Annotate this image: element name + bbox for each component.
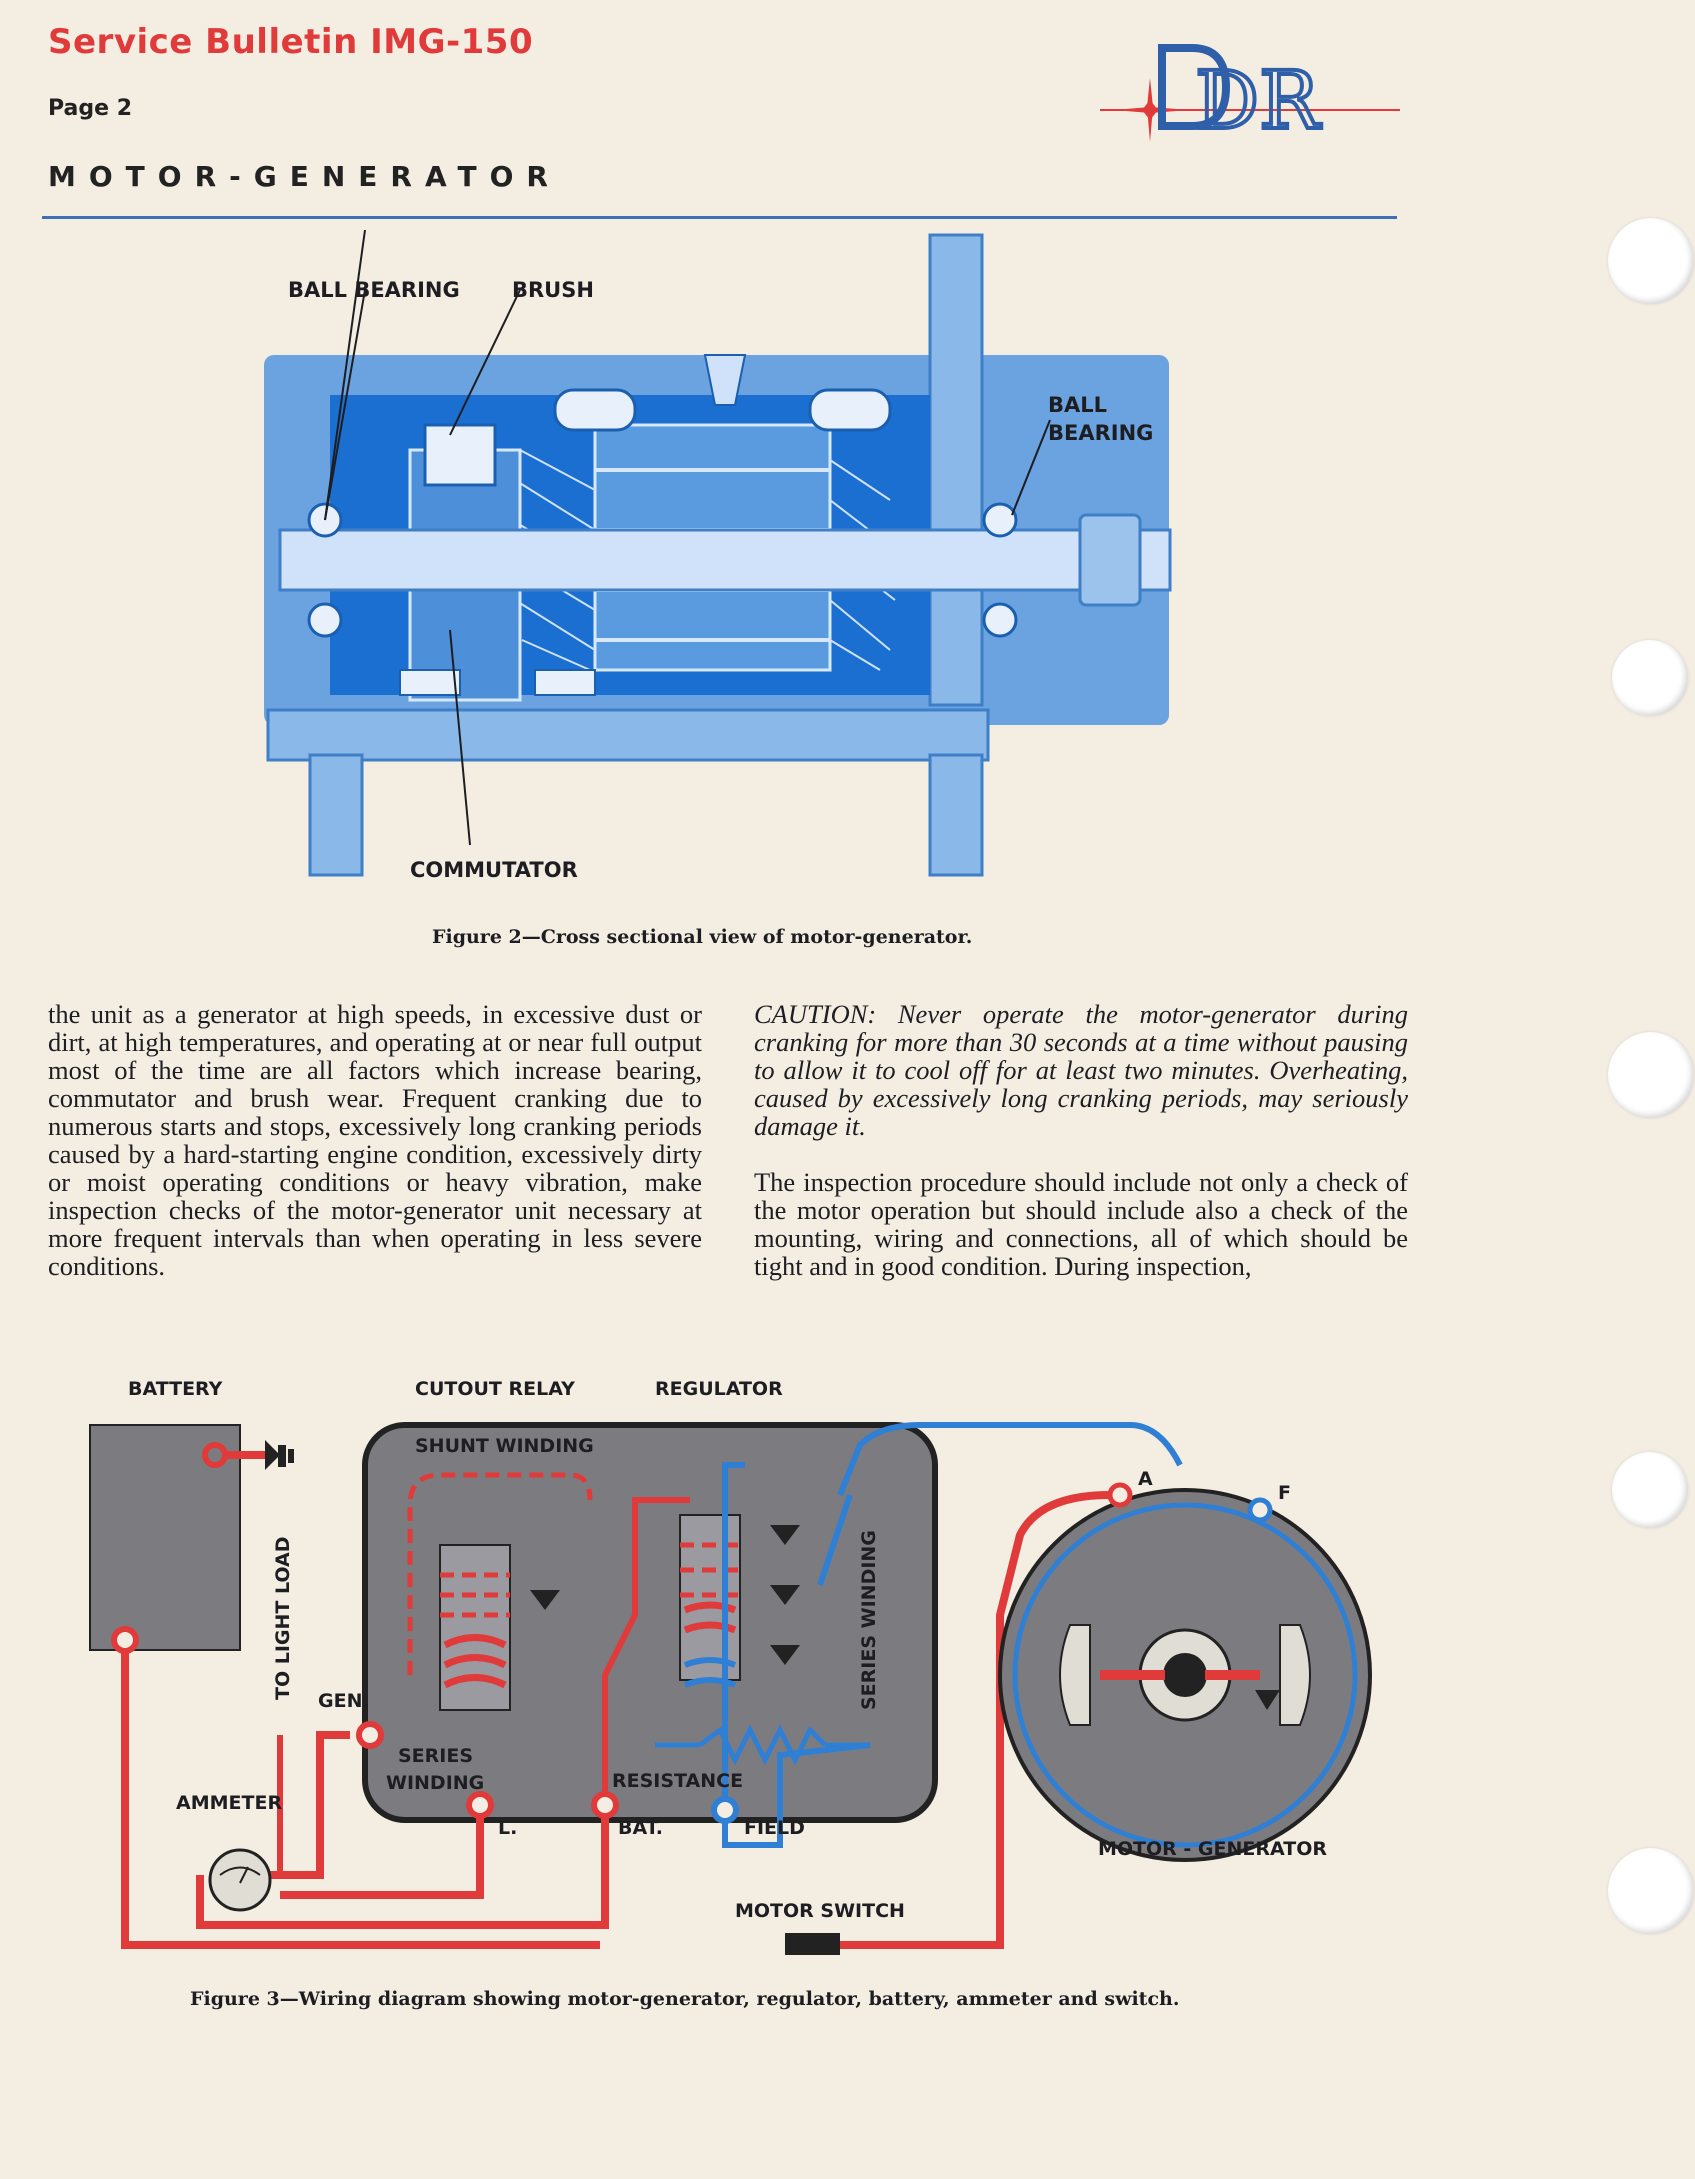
- label-motor-generator: MOTOR - GENERATOR: [1098, 1838, 1327, 1860]
- label-battery: BATTERY: [128, 1378, 223, 1400]
- figure-3-wiring-diagram: [80, 1405, 1380, 1990]
- label-bat: BAT.: [618, 1817, 664, 1839]
- label-a: A: [1138, 1468, 1153, 1490]
- bulletin-title: Service Bulletin IMG-150: [48, 22, 534, 62]
- right-column: CAUTION: Never operate the motor-generat…: [754, 1000, 1408, 1308]
- delco-remy-logo: DR: [1100, 30, 1410, 155]
- label-regulator: REGULATOR: [655, 1378, 783, 1400]
- binder-hole: [1608, 1032, 1694, 1118]
- label-ammeter: AMMETER: [176, 1792, 283, 1814]
- left-column: the unit as a generator at high speeds, …: [48, 1000, 702, 1308]
- label-l: L.: [498, 1817, 518, 1839]
- label-series-winding-vertical: SERIES WINDING: [858, 1530, 880, 1710]
- label-series-line2: WINDING: [386, 1772, 485, 1794]
- figure-3-caption: Figure 3—Wiring diagram showing motor-ge…: [190, 1988, 1180, 2010]
- caution-paragraph: CAUTION: Never operate the motor-generat…: [754, 999, 1408, 1141]
- binder-hole: [1608, 218, 1694, 304]
- binder-hole: [1612, 1452, 1688, 1528]
- label-field: FIELD: [744, 1817, 805, 1839]
- binder-hole: [1612, 640, 1688, 716]
- logo-letters: DR: [1195, 54, 1322, 147]
- body-paragraph: The inspection procedure should include …: [754, 1167, 1408, 1281]
- label-ball-bearing-right-line1: BALL: [1048, 393, 1108, 417]
- label-brush: BRUSH: [512, 278, 594, 302]
- section-title: MOTOR-GENERATOR: [48, 160, 561, 193]
- label-motor-switch: MOTOR SWITCH: [735, 1900, 905, 1922]
- figure-2-caption: Figure 2—Cross sectional view of motor-g…: [432, 926, 973, 948]
- label-f: F: [1278, 1482, 1291, 1504]
- body-paragraph: the unit as a generator at high speeds, …: [48, 999, 702, 1281]
- label-cutout-relay: CUTOUT RELAY: [415, 1378, 575, 1400]
- binder-hole: [1608, 1848, 1694, 1934]
- label-ball-bearing-left: BALL BEARING: [288, 278, 460, 302]
- label-gen: GEN.: [318, 1690, 370, 1712]
- header-rule: [42, 216, 1397, 219]
- figure-2-cross-section: [250, 229, 1210, 935]
- label-to-light-load: TO LIGHT LOAD: [272, 1536, 294, 1700]
- label-resistance: RESISTANCE: [612, 1770, 744, 1792]
- label-series-line1: SERIES: [398, 1745, 474, 1767]
- label-commutator: COMMUTATOR: [410, 858, 578, 882]
- page-number: Page 2: [48, 96, 133, 121]
- label-ball-bearing-right-line2: BEARING: [1048, 421, 1154, 445]
- label-shunt-winding: SHUNT WINDING: [415, 1435, 594, 1457]
